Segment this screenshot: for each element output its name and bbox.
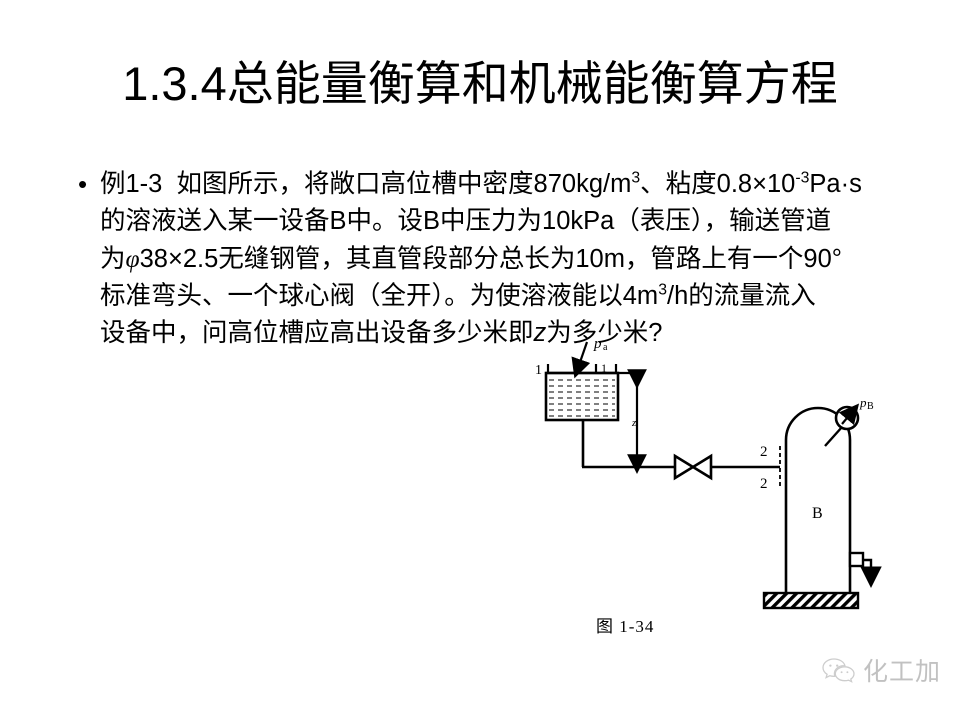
label-vessel-b: B bbox=[812, 505, 823, 522]
wechat-icon bbox=[822, 658, 855, 683]
label-section-2-lower: 2 bbox=[760, 476, 768, 492]
page-title: 1.3.4总能量衡算和机械能衡算方程 bbox=[122, 57, 838, 110]
example-number: 例1-3 bbox=[100, 170, 163, 198]
problem-line-3: 为φ38×2.5无缝钢管，其直管段部分总长为10m，管路上有一个90° bbox=[100, 244, 842, 273]
flow-schematic-svg: p a 1 1 z 2 2 B p B bbox=[535, 336, 882, 610]
tank-liquid-hatch bbox=[549, 379, 615, 417]
tank-body bbox=[544, 371, 620, 422]
ambient-pressure-arrow bbox=[571, 341, 591, 379]
problem-line-1: 例1-3 如图所示，将敞口高位槽中密度870kg/m3、粘度0.8×10-3Pa… bbox=[100, 169, 862, 198]
label-ambient-pressure: p bbox=[593, 336, 602, 352]
label-section-1-right: 1 bbox=[601, 361, 607, 375]
watermark: 化工加 bbox=[822, 652, 941, 688]
problem-line-4: 标准弯头、一个球心阀（全开）。为使溶液能以4m3/h的流量流入 bbox=[100, 281, 816, 310]
figure-caption: 图 1-34 bbox=[596, 617, 655, 636]
outlet-valve bbox=[848, 551, 882, 588]
section-line-1-1 bbox=[546, 364, 643, 375]
figure-diagram: p a 1 1 z 2 2 B p B bbox=[515, 328, 905, 638]
globe-valve-icon bbox=[673, 453, 713, 481]
label-height-z: z bbox=[631, 417, 637, 429]
pressure-gauge-icon bbox=[824, 403, 860, 447]
label-gauge-pressure: p bbox=[859, 395, 867, 410]
vessel-b bbox=[784, 406, 852, 593]
foundation-base bbox=[762, 591, 860, 610]
problem-text: 例1-3 如图所示，将敞口高位槽中密度870kg/m3、粘度0.8×10-3Pa… bbox=[100, 166, 944, 352]
label-section-1-left: 1 bbox=[535, 363, 542, 378]
watermark-text: 化工加 bbox=[863, 658, 942, 686]
problem-statement: • 例1-3 如图所示，将敞口高位槽中密度870kg/m3、粘度0.8×10-3… bbox=[78, 166, 944, 352]
bullet-marker: • bbox=[78, 169, 88, 199]
label-ambient-pressure-subscript: a bbox=[603, 342, 608, 353]
label-section-2-upper: 2 bbox=[760, 444, 768, 460]
elevated-tank bbox=[544, 371, 620, 422]
problem-line-2: 的溶液送入某一设备B中。设B中压力为10kPa（表压），输送管道 bbox=[100, 207, 832, 235]
label-gauge-pressure-subscript: B bbox=[867, 401, 874, 412]
problem-line-5: 设备中，问高位槽应高出设备多少米即z为多少米? bbox=[100, 319, 663, 347]
